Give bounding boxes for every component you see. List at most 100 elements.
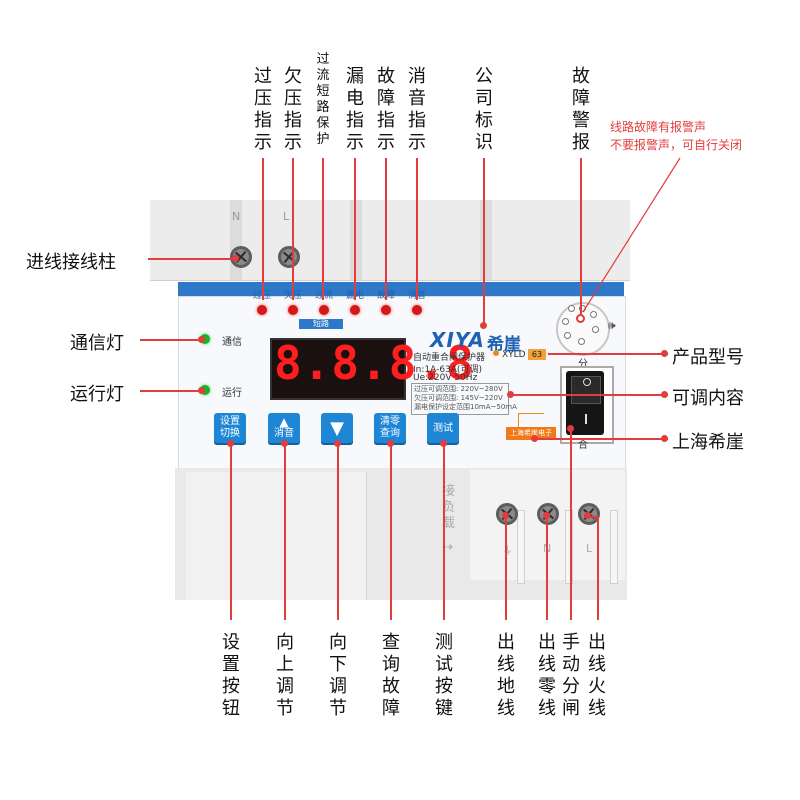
- callout-dot: [502, 512, 509, 519]
- callout-line: [385, 158, 387, 300]
- down-arrow-icon: ▼: [330, 418, 344, 439]
- product-name: 自动重合闸保护器: [413, 353, 486, 363]
- label-shanghai: 上海希崖: [672, 432, 744, 453]
- panel-top-bar: [178, 282, 624, 296]
- callout-line: [416, 158, 418, 300]
- callout-line: [597, 516, 599, 620]
- digital-display: [270, 338, 406, 400]
- buzzer: [556, 302, 610, 356]
- callout-dot: [281, 440, 288, 447]
- label-out-ground: 出线地线: [497, 632, 515, 719]
- callout-dot: [440, 440, 447, 447]
- callout-dot: [567, 425, 574, 432]
- comm-label: 通信: [222, 337, 242, 348]
- buzzer-hole: [590, 311, 597, 318]
- alarm-note-line2: 不要报警声，可自行关闭: [610, 138, 743, 152]
- terminal-fin: [565, 510, 573, 584]
- clear-query-button[interactable]: 清零 查询: [374, 413, 406, 445]
- callout-line: [390, 444, 392, 620]
- adjust-leakage: 漏电保护设定范围10mA~50mA: [414, 403, 517, 411]
- callout-line: [148, 258, 236, 260]
- led-overvoltage: [257, 305, 267, 315]
- callout-line: [140, 390, 202, 392]
- display-readout: 8.8.8.8: [274, 336, 475, 390]
- model-number-badge: 63: [528, 349, 546, 360]
- company-tag: 上海希崖电子: [506, 427, 556, 440]
- callout-dot: [507, 391, 514, 398]
- label-adjustable: 可调内容: [672, 388, 744, 409]
- up-mute-button[interactable]: ▲ 消音: [268, 413, 300, 445]
- callout-dot: [661, 391, 668, 398]
- down-button[interactable]: ▼: [321, 413, 353, 445]
- callout-dot: [480, 322, 487, 329]
- callout-dot: [198, 336, 205, 343]
- switch-o-icon: [583, 378, 591, 386]
- label-run-light: 运行灯: [70, 384, 124, 405]
- label-down-adjust: 向下调节: [329, 632, 347, 719]
- label-out-live: 出线火线: [588, 632, 606, 719]
- callout-dot: [576, 314, 585, 323]
- callout-dot: [661, 350, 668, 357]
- buzzer-hole: [564, 332, 571, 339]
- button-line1: 测试: [433, 423, 453, 434]
- label-leakage: 漏电指示: [346, 66, 364, 153]
- callout-line: [548, 353, 668, 355]
- set-toggle-button[interactable]: 设置 切换: [214, 413, 246, 445]
- callout-line: [354, 158, 356, 300]
- callout-dot: [661, 435, 668, 442]
- callout-line: [292, 158, 294, 300]
- label-logo: 公司标识: [475, 66, 493, 153]
- adjust-overvoltage: 过压可调范围: 220V~280V: [414, 385, 503, 393]
- buzzer-hole: [568, 305, 575, 312]
- run-led: [200, 385, 210, 395]
- button-line2: 切换: [220, 428, 240, 439]
- callout-line: [262, 158, 264, 300]
- callout-line: [230, 444, 232, 620]
- callout-dot: [227, 440, 234, 447]
- label-comm-light: 通信灯: [70, 333, 124, 354]
- button-line1: 设置: [220, 416, 240, 427]
- callout-line: [510, 394, 668, 396]
- callout-dot: [334, 440, 341, 447]
- led-fault: [381, 305, 391, 315]
- adjust-undervoltage: 欠压可调范围: 145V~220V: [414, 394, 503, 402]
- buzzer-hole: [578, 338, 585, 345]
- company-tag-line: [518, 413, 519, 427]
- callout-line: [483, 158, 485, 326]
- label-alarm: 故障警报: [572, 66, 590, 153]
- led-mute: [412, 305, 422, 315]
- speaker-icon: 🕪: [608, 318, 616, 332]
- led-label-overcurrent: 过流: [311, 288, 337, 301]
- label-inlet-terminal: 进线接线柱: [26, 252, 116, 273]
- test-button[interactable]: 测试: [427, 413, 459, 445]
- led-overcurrent: [319, 305, 329, 315]
- led-undervoltage: [288, 305, 298, 315]
- company-tag-line: [518, 413, 544, 414]
- callout-dot: [198, 387, 205, 394]
- led-label-overvoltage: 过压: [249, 288, 275, 301]
- button-line2: 查询: [380, 428, 400, 439]
- inlet-terminal-l[interactable]: [278, 246, 300, 268]
- buzzer-hole: [562, 318, 569, 325]
- load-label: 接负载: [442, 484, 456, 531]
- callout-line: [322, 158, 324, 300]
- bottom-letter-l: L: [586, 542, 593, 555]
- callout-dot: [543, 512, 550, 519]
- label-model: 产品型号: [672, 347, 744, 368]
- comm-led: [200, 334, 210, 344]
- button-line1: 清零: [380, 416, 400, 427]
- up-arrow-icon: ▲: [279, 415, 289, 429]
- label-test-key: 测试按键: [435, 632, 453, 719]
- terminal-fin: [517, 510, 525, 584]
- device-top-housing: [150, 200, 630, 281]
- inlet-terminal-n[interactable]: [230, 246, 252, 268]
- adjustable-range-box: [411, 383, 509, 415]
- callout-dot: [232, 255, 239, 262]
- buzzer-hole: [592, 326, 599, 333]
- callout-dot: [584, 512, 591, 519]
- callout-dot: [531, 435, 538, 442]
- housing-slot: [350, 200, 362, 280]
- device-bottom-section: [186, 472, 367, 600]
- label-out-neutral: 出线零线: [538, 632, 556, 719]
- alarm-note-line1: 线路故障有报警声: [610, 120, 707, 134]
